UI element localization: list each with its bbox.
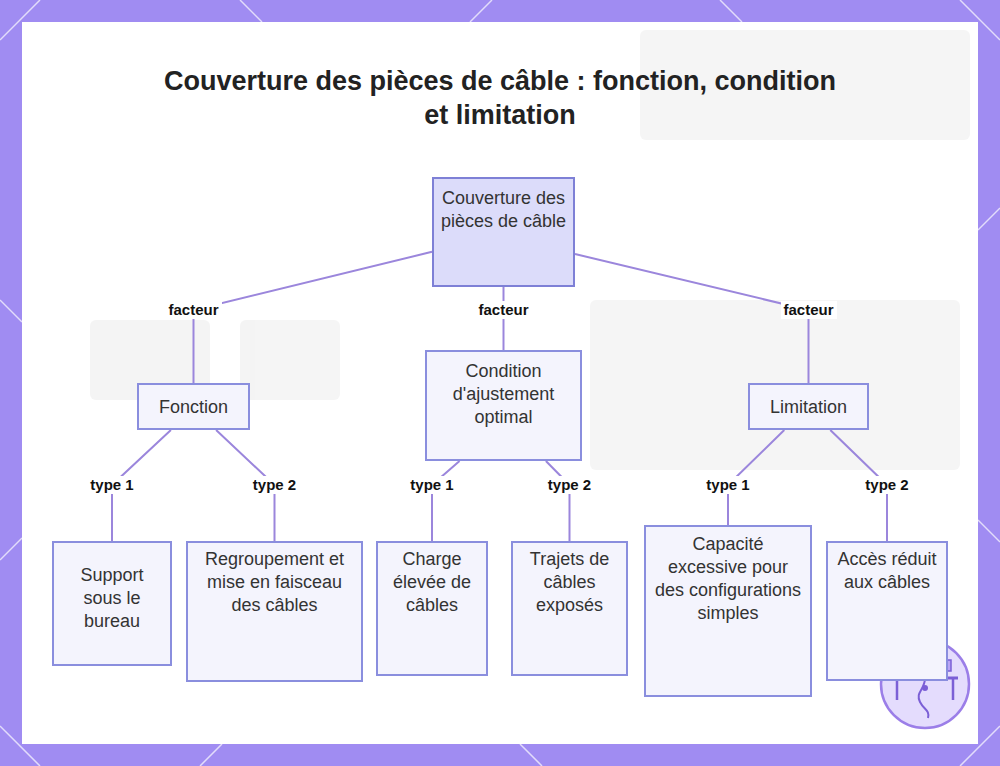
node-label: Couverture des pièces de câble: [434, 187, 573, 233]
concept-box: Regroupement et mise en faisceau des câb…: [186, 541, 363, 682]
connector-line: [575, 254, 809, 383]
root-box: Couverture des pièces de câble: [432, 177, 575, 287]
node-label: Capacité excessive pour des configuratio…: [646, 533, 810, 625]
concept-box: Condition d'ajustement optimal: [425, 350, 582, 461]
edge-label: facteur: [165, 301, 221, 319]
edge-label: type 2: [250, 476, 299, 494]
diagram-title: Couverture des pièces de câble : fonctio…: [150, 64, 850, 132]
node-label: Trajets de câbles exposés: [513, 548, 626, 617]
edge-label: type 2: [862, 476, 911, 494]
node-label: Fonction: [139, 396, 248, 419]
edge-label: facteur: [475, 301, 531, 319]
node-label: Limitation: [750, 396, 867, 419]
concept-box: Support sous le bureau: [52, 541, 172, 666]
concept-box: Accès réduit aux câbles: [826, 541, 948, 681]
concept-box: Capacité excessive pour des configuratio…: [644, 525, 812, 697]
connector-line: [194, 252, 433, 383]
edge-label: type 1: [407, 476, 456, 494]
edge-label: type 2: [545, 476, 594, 494]
connector-line: [546, 461, 570, 541]
connector-line: [432, 461, 460, 541]
node-label: Condition d'ajustement optimal: [427, 360, 580, 429]
node-label: Support sous le bureau: [54, 564, 170, 633]
edge-label: type 1: [703, 476, 752, 494]
node-label: Accès réduit aux câbles: [828, 548, 946, 594]
card: [22, 22, 978, 744]
concept-box: Fonction: [137, 383, 250, 430]
node-label: Charge élevée de câbles: [378, 548, 486, 617]
concept-box: Charge élevée de câbles: [376, 541, 488, 676]
concept-box: Limitation: [748, 383, 869, 430]
node-label: Regroupement et mise en faisceau des câb…: [188, 548, 361, 617]
faded-backdrop: [90, 30, 970, 470]
edge-label: type 1: [87, 476, 136, 494]
edge-label: facteur: [780, 301, 836, 319]
concept-box: Trajets de câbles exposés: [511, 541, 628, 676]
